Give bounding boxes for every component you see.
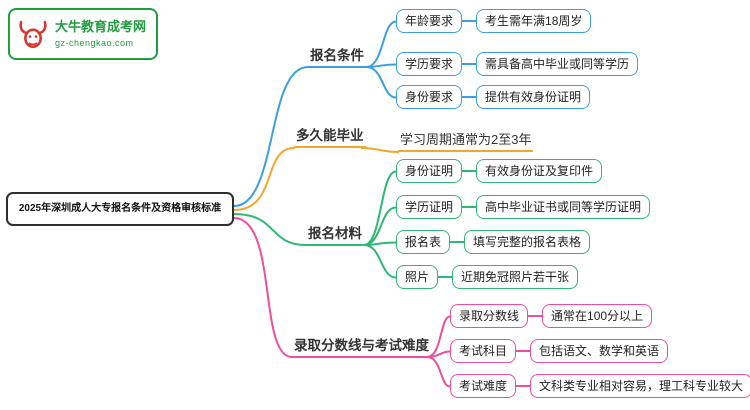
bull-logo-icon	[19, 20, 47, 49]
topic-node[interactable]: 学历要求	[396, 52, 463, 76]
row-admission-score: 录取分数线 通常在100分以上	[450, 304, 653, 328]
row-education-proof: 学历证明 高中毕业证书或同等学历证明	[396, 195, 651, 219]
topic-node[interactable]: 身份证明	[396, 159, 463, 183]
logo-title: 大牛教育成考网	[55, 18, 147, 34]
row-education-requirement: 学历要求 需具备高中毕业或同等学历	[396, 52, 639, 76]
topic-node[interactable]: 考试难度	[450, 374, 517, 398]
row-identity-requirement: 身份要求 提供有效身份证明	[396, 85, 591, 109]
row-application-form: 报名表 填写完整的报名表格	[396, 230, 591, 254]
detail-node[interactable]: 高中毕业证书或同等学历证明	[476, 195, 651, 219]
detail-node[interactable]: 通常在100分以上	[542, 304, 653, 328]
topic-node[interactable]: 照片	[396, 265, 439, 289]
site-logo[interactable]: 大牛教育成考网 gz-chengkao.com	[8, 8, 158, 60]
study-period-text[interactable]: 学习周期通常为2至3年	[398, 130, 534, 152]
detail-node[interactable]: 填写完整的报名表格	[464, 230, 591, 254]
topic-node[interactable]: 身份要求	[396, 85, 463, 109]
branch-label-enrollment-conditions[interactable]: 报名条件	[308, 46, 366, 68]
topic-node[interactable]: 学历证明	[396, 195, 463, 219]
branch-label-application-materials[interactable]: 报名材料	[306, 224, 364, 246]
connector	[516, 385, 531, 387]
detail-node[interactable]: 提供有效身份证明	[476, 85, 591, 109]
detail-node[interactable]: 文科类专业相对容易，理工科专业较大	[530, 374, 750, 398]
branch-label-graduation-time[interactable]: 多久能毕业	[294, 126, 366, 148]
row-photo: 照片 近期免冠照片若干张	[396, 265, 579, 289]
connector	[450, 241, 465, 243]
detail-node[interactable]: 有效身份证及复印件	[476, 159, 603, 183]
connector	[462, 170, 477, 172]
row-age-requirement: 年龄要求 考生需年满18周岁	[396, 9, 592, 33]
connector	[462, 20, 477, 22]
detail-node[interactable]: 需具备高中毕业或同等学历	[476, 52, 639, 76]
row-exam-subjects: 考试科目 包括语文、数学和英语	[450, 339, 669, 363]
topic-node[interactable]: 考试科目	[450, 339, 517, 363]
row-id-proof: 身份证明 有效身份证及复印件	[396, 159, 603, 183]
branch-connector-orange	[233, 147, 399, 211]
connector	[438, 276, 453, 278]
topic-node[interactable]: 报名表	[396, 230, 451, 254]
detail-node[interactable]: 考生需年满18周岁	[476, 9, 592, 33]
row-exam-difficulty: 考试难度 文科类专业相对容易，理工科专业较大	[450, 374, 750, 398]
connector	[462, 63, 477, 65]
detail-node[interactable]: 近期免冠照片若干张	[452, 265, 579, 289]
branch-label-score-line-difficulty[interactable]: 录取分数线与考试难度	[292, 336, 431, 358]
topic-node[interactable]: 年龄要求	[396, 9, 463, 33]
connector	[462, 96, 477, 98]
topic-node[interactable]: 录取分数线	[450, 304, 529, 328]
connector	[462, 206, 477, 208]
connector	[516, 350, 531, 352]
root-topic[interactable]: 2025年深圳成人大专报名条件及资格审核标准	[6, 192, 234, 226]
detail-node[interactable]: 包括语文、数学和英语	[530, 339, 669, 363]
connector	[528, 315, 543, 317]
logo-url: gz-chengkao.com	[55, 37, 134, 48]
